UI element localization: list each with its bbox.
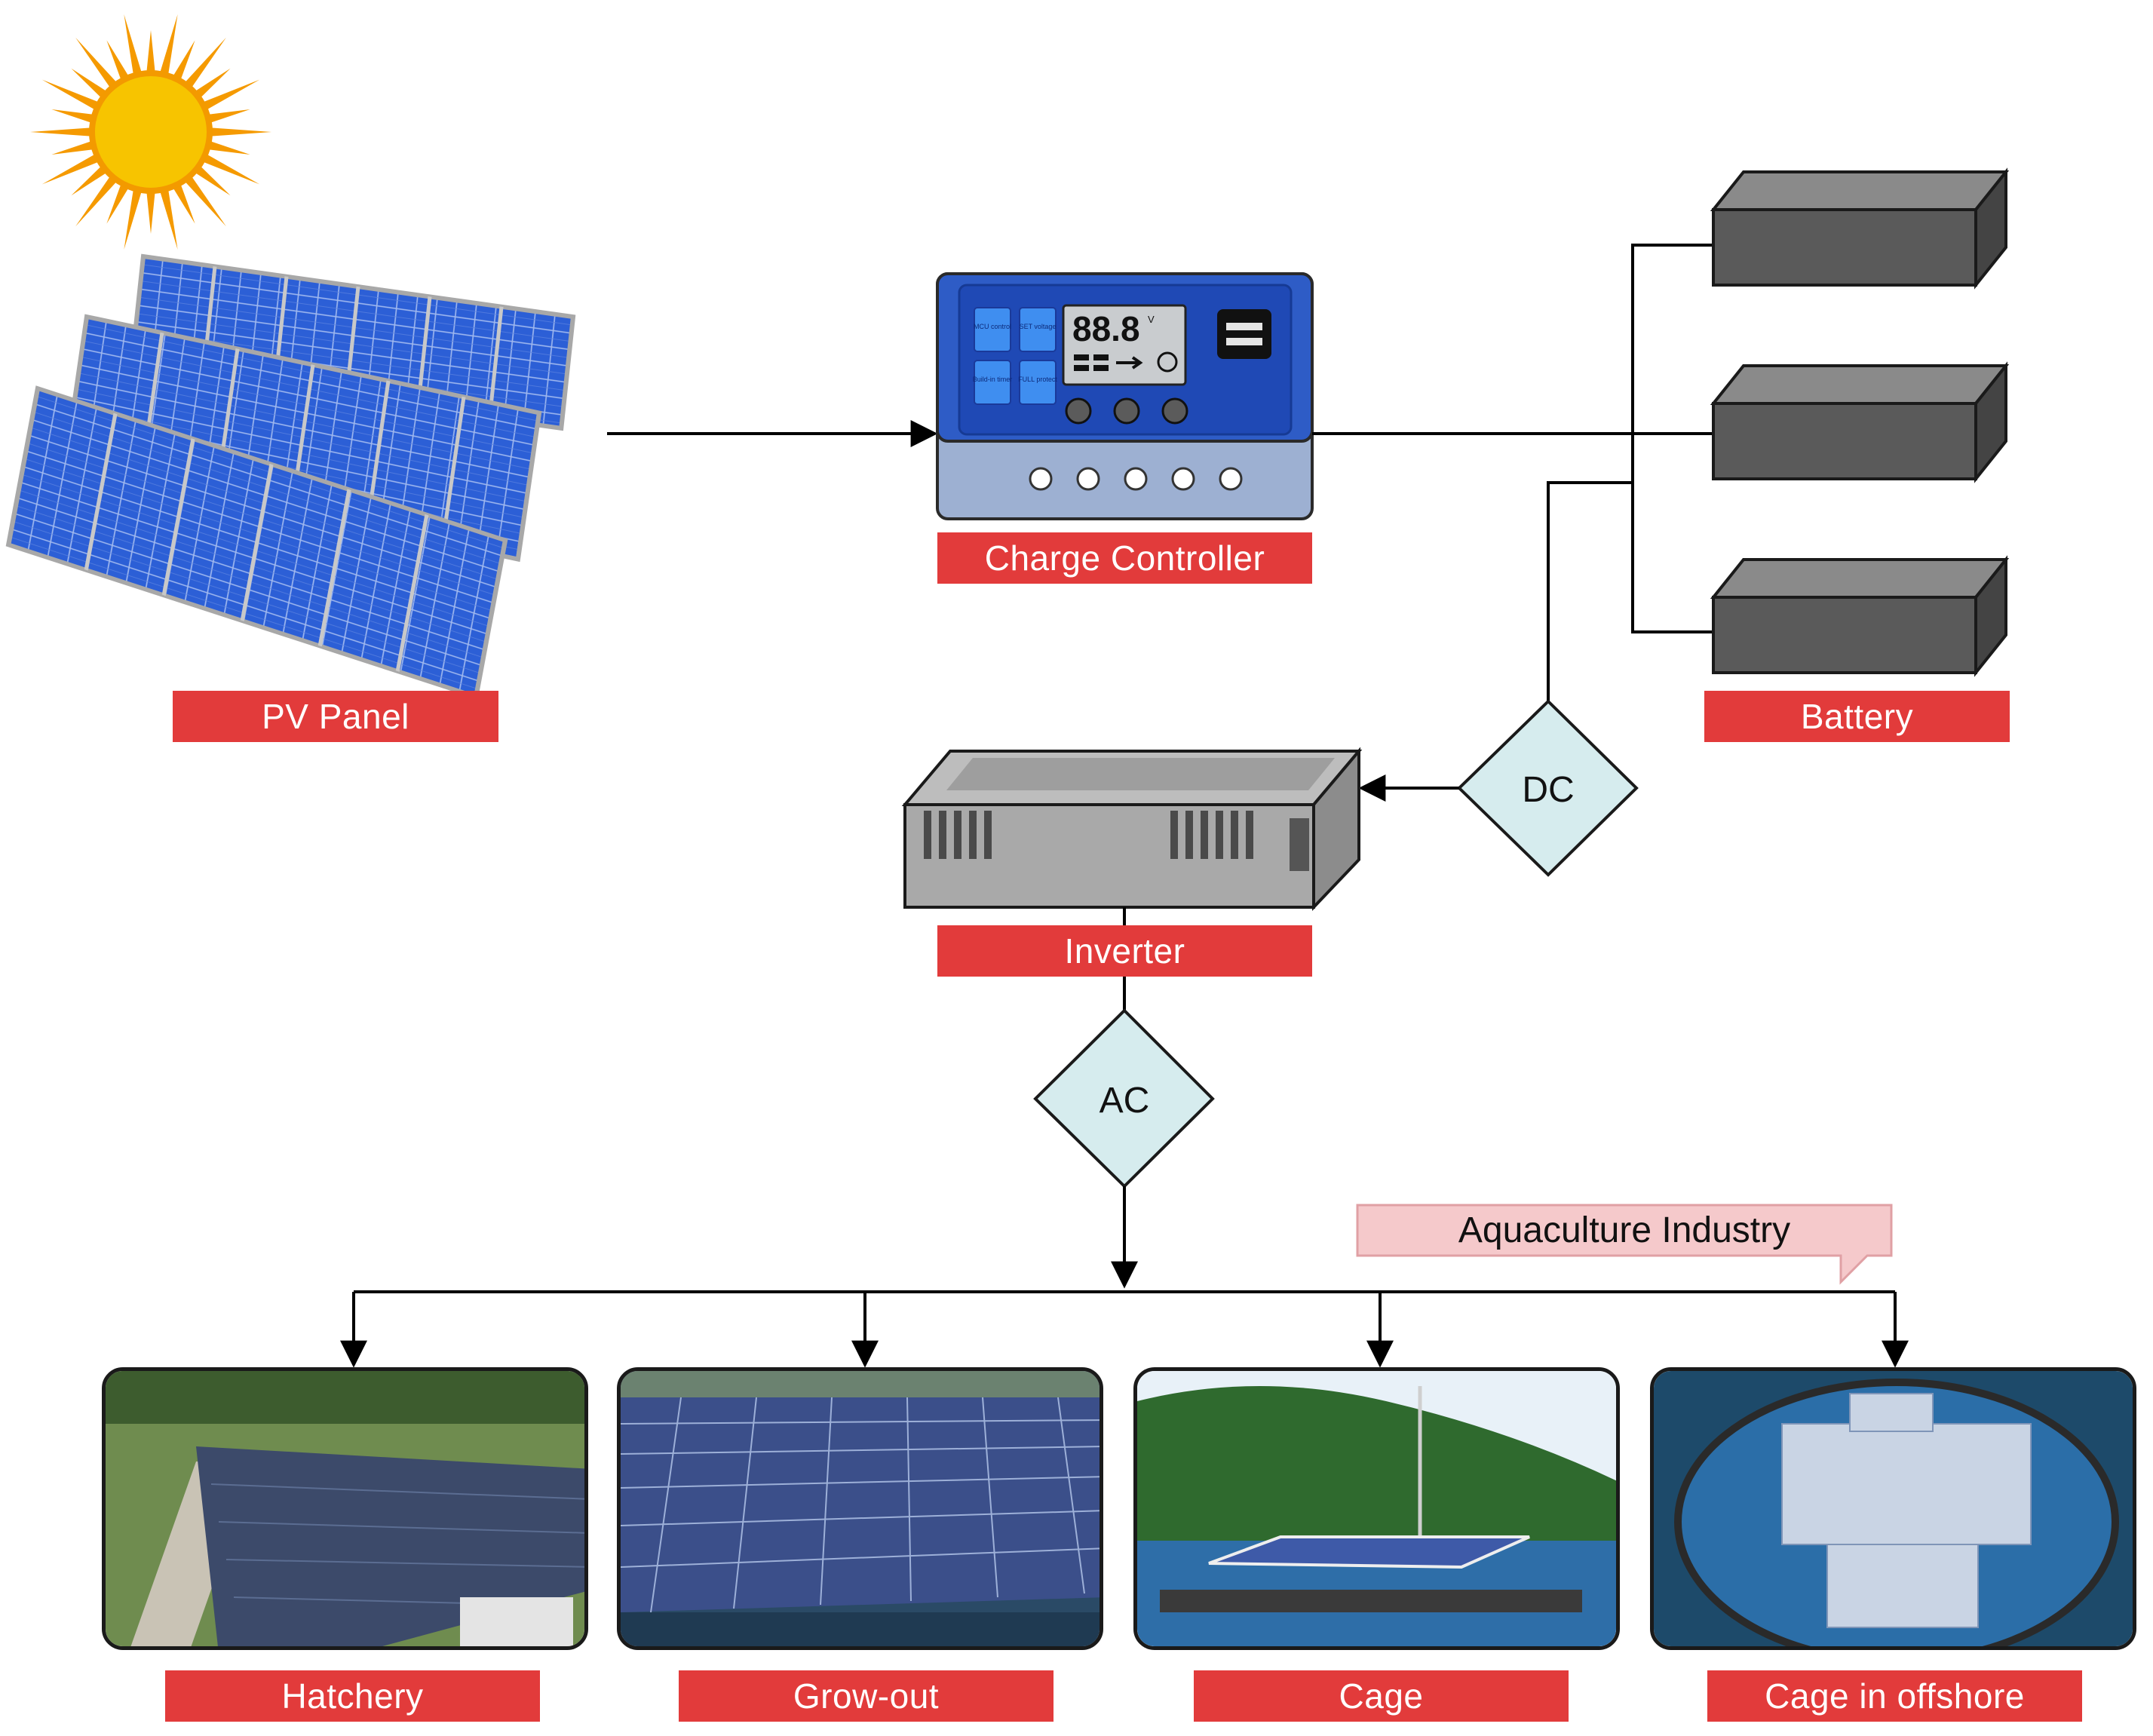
sun-ray	[71, 68, 107, 98]
build-in-timer-button	[974, 360, 1011, 405]
distribution-bus	[340, 1290, 1909, 1368]
sun-ray	[203, 79, 260, 110]
mcu-control-button	[974, 307, 1011, 352]
sun-ray	[146, 192, 155, 234]
set-voltage-button	[1019, 307, 1057, 352]
full-protect-button	[1019, 360, 1057, 405]
sun-ray	[195, 68, 231, 98]
grow-out-label: Grow-out	[679, 1670, 1053, 1722]
sun-ray	[160, 14, 178, 75]
sun-ray	[203, 154, 260, 185]
sun-ray	[30, 127, 91, 136]
sun-ray	[173, 40, 195, 80]
sun-ray	[75, 37, 117, 88]
battery-icon	[1710, 167, 2010, 677]
sun-ray	[106, 184, 129, 224]
dc-diamond: DC	[1457, 699, 1639, 877]
sun-ray	[160, 189, 178, 250]
cage-in-offshore-photo	[1650, 1367, 2136, 1650]
sun-icon	[30, 14, 271, 250]
grow-out-photo	[617, 1367, 1103, 1650]
controller-button-label-3: Build-in timer	[973, 376, 1013, 383]
controller-lcd-screen	[1062, 304, 1187, 386]
controller-button-label-4: FULL protect	[1018, 376, 1057, 383]
sun-ray	[185, 176, 226, 227]
aquaculture-callout	[1356, 1204, 1893, 1285]
controller-reading: 88.8	[1072, 309, 1140, 348]
sun-ray	[195, 166, 231, 196]
controller-button-label-1: MCU control	[974, 323, 1011, 330]
hatchery-label: Hatchery	[165, 1670, 540, 1722]
cage-in-offshore-label: Cage in offshore	[1707, 1670, 2082, 1722]
sun-ray	[124, 189, 142, 250]
sun-ray	[75, 176, 117, 227]
sun-ray	[208, 141, 250, 155]
solar-panel-icon	[5, 253, 576, 700]
sun-ray	[51, 109, 94, 123]
sun-ray	[41, 154, 99, 185]
cage-photo	[1133, 1367, 1620, 1650]
battery-label: Battery	[1704, 691, 2010, 742]
inverter-icon	[901, 747, 1363, 911]
hatchery-photo	[102, 1367, 588, 1650]
sun-ray	[146, 30, 155, 72]
ac-diamond: AC	[1033, 1008, 1215, 1189]
usb-port-icon	[1217, 309, 1271, 359]
sun-ray	[124, 14, 142, 75]
controller-unit: V	[1148, 314, 1155, 325]
sun-ray	[51, 141, 94, 155]
sun-ray	[106, 40, 129, 80]
charge-controller-label: Charge Controller	[937, 532, 1312, 584]
controller-button-label-2: SET voltage	[1020, 323, 1057, 330]
battery-bus-lines	[1312, 244, 1713, 701]
sun-ray	[41, 79, 99, 110]
cage-label: Cage	[1194, 1670, 1569, 1722]
aquaculture-callout-label: Aquaculture Industry	[1458, 1210, 1791, 1250]
ac-label: AC	[1100, 1081, 1150, 1121]
sun-ray	[173, 184, 195, 224]
dc-label: DC	[1522, 770, 1574, 810]
sun-ray	[208, 109, 250, 123]
sun-ray	[185, 37, 226, 88]
inverter-label: Inverter	[937, 925, 1312, 977]
charge-controller-icon: MCU control SET voltage Build-in timer F…	[936, 272, 1314, 520]
sun-ray	[71, 166, 107, 196]
sun-ray	[210, 127, 271, 136]
pv-panel-label: PV Panel	[173, 691, 498, 742]
